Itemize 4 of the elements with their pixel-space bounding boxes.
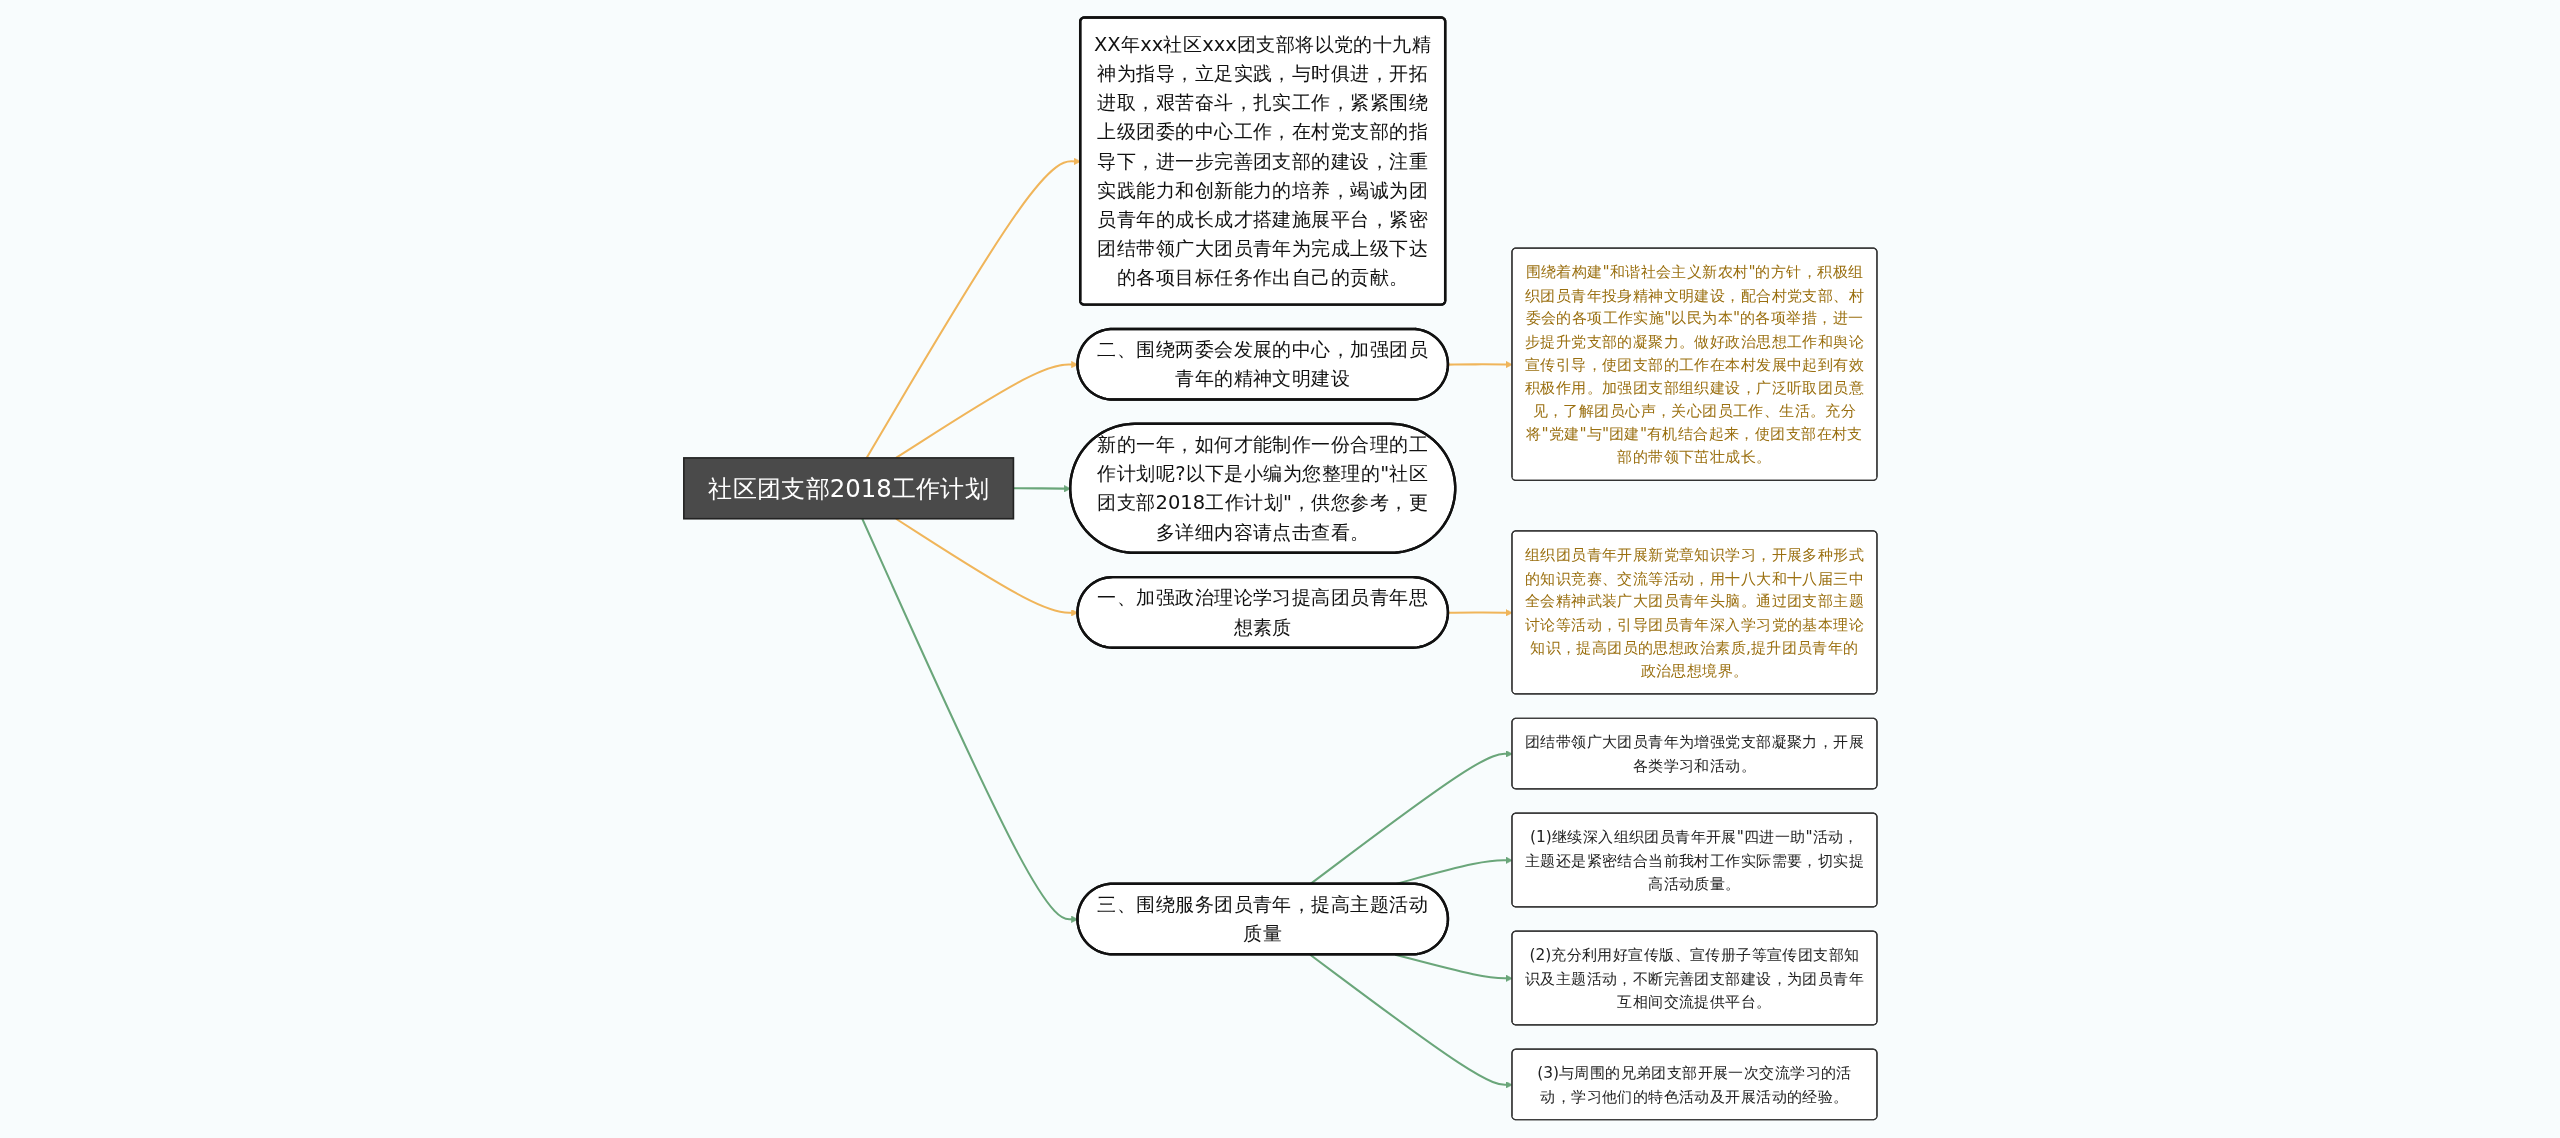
arrow (895, 361, 1078, 460)
arrow (895, 518, 1078, 617)
node-box: 社区团支部2018工作计划 (682, 457, 1014, 520)
arrow (860, 518, 1078, 924)
